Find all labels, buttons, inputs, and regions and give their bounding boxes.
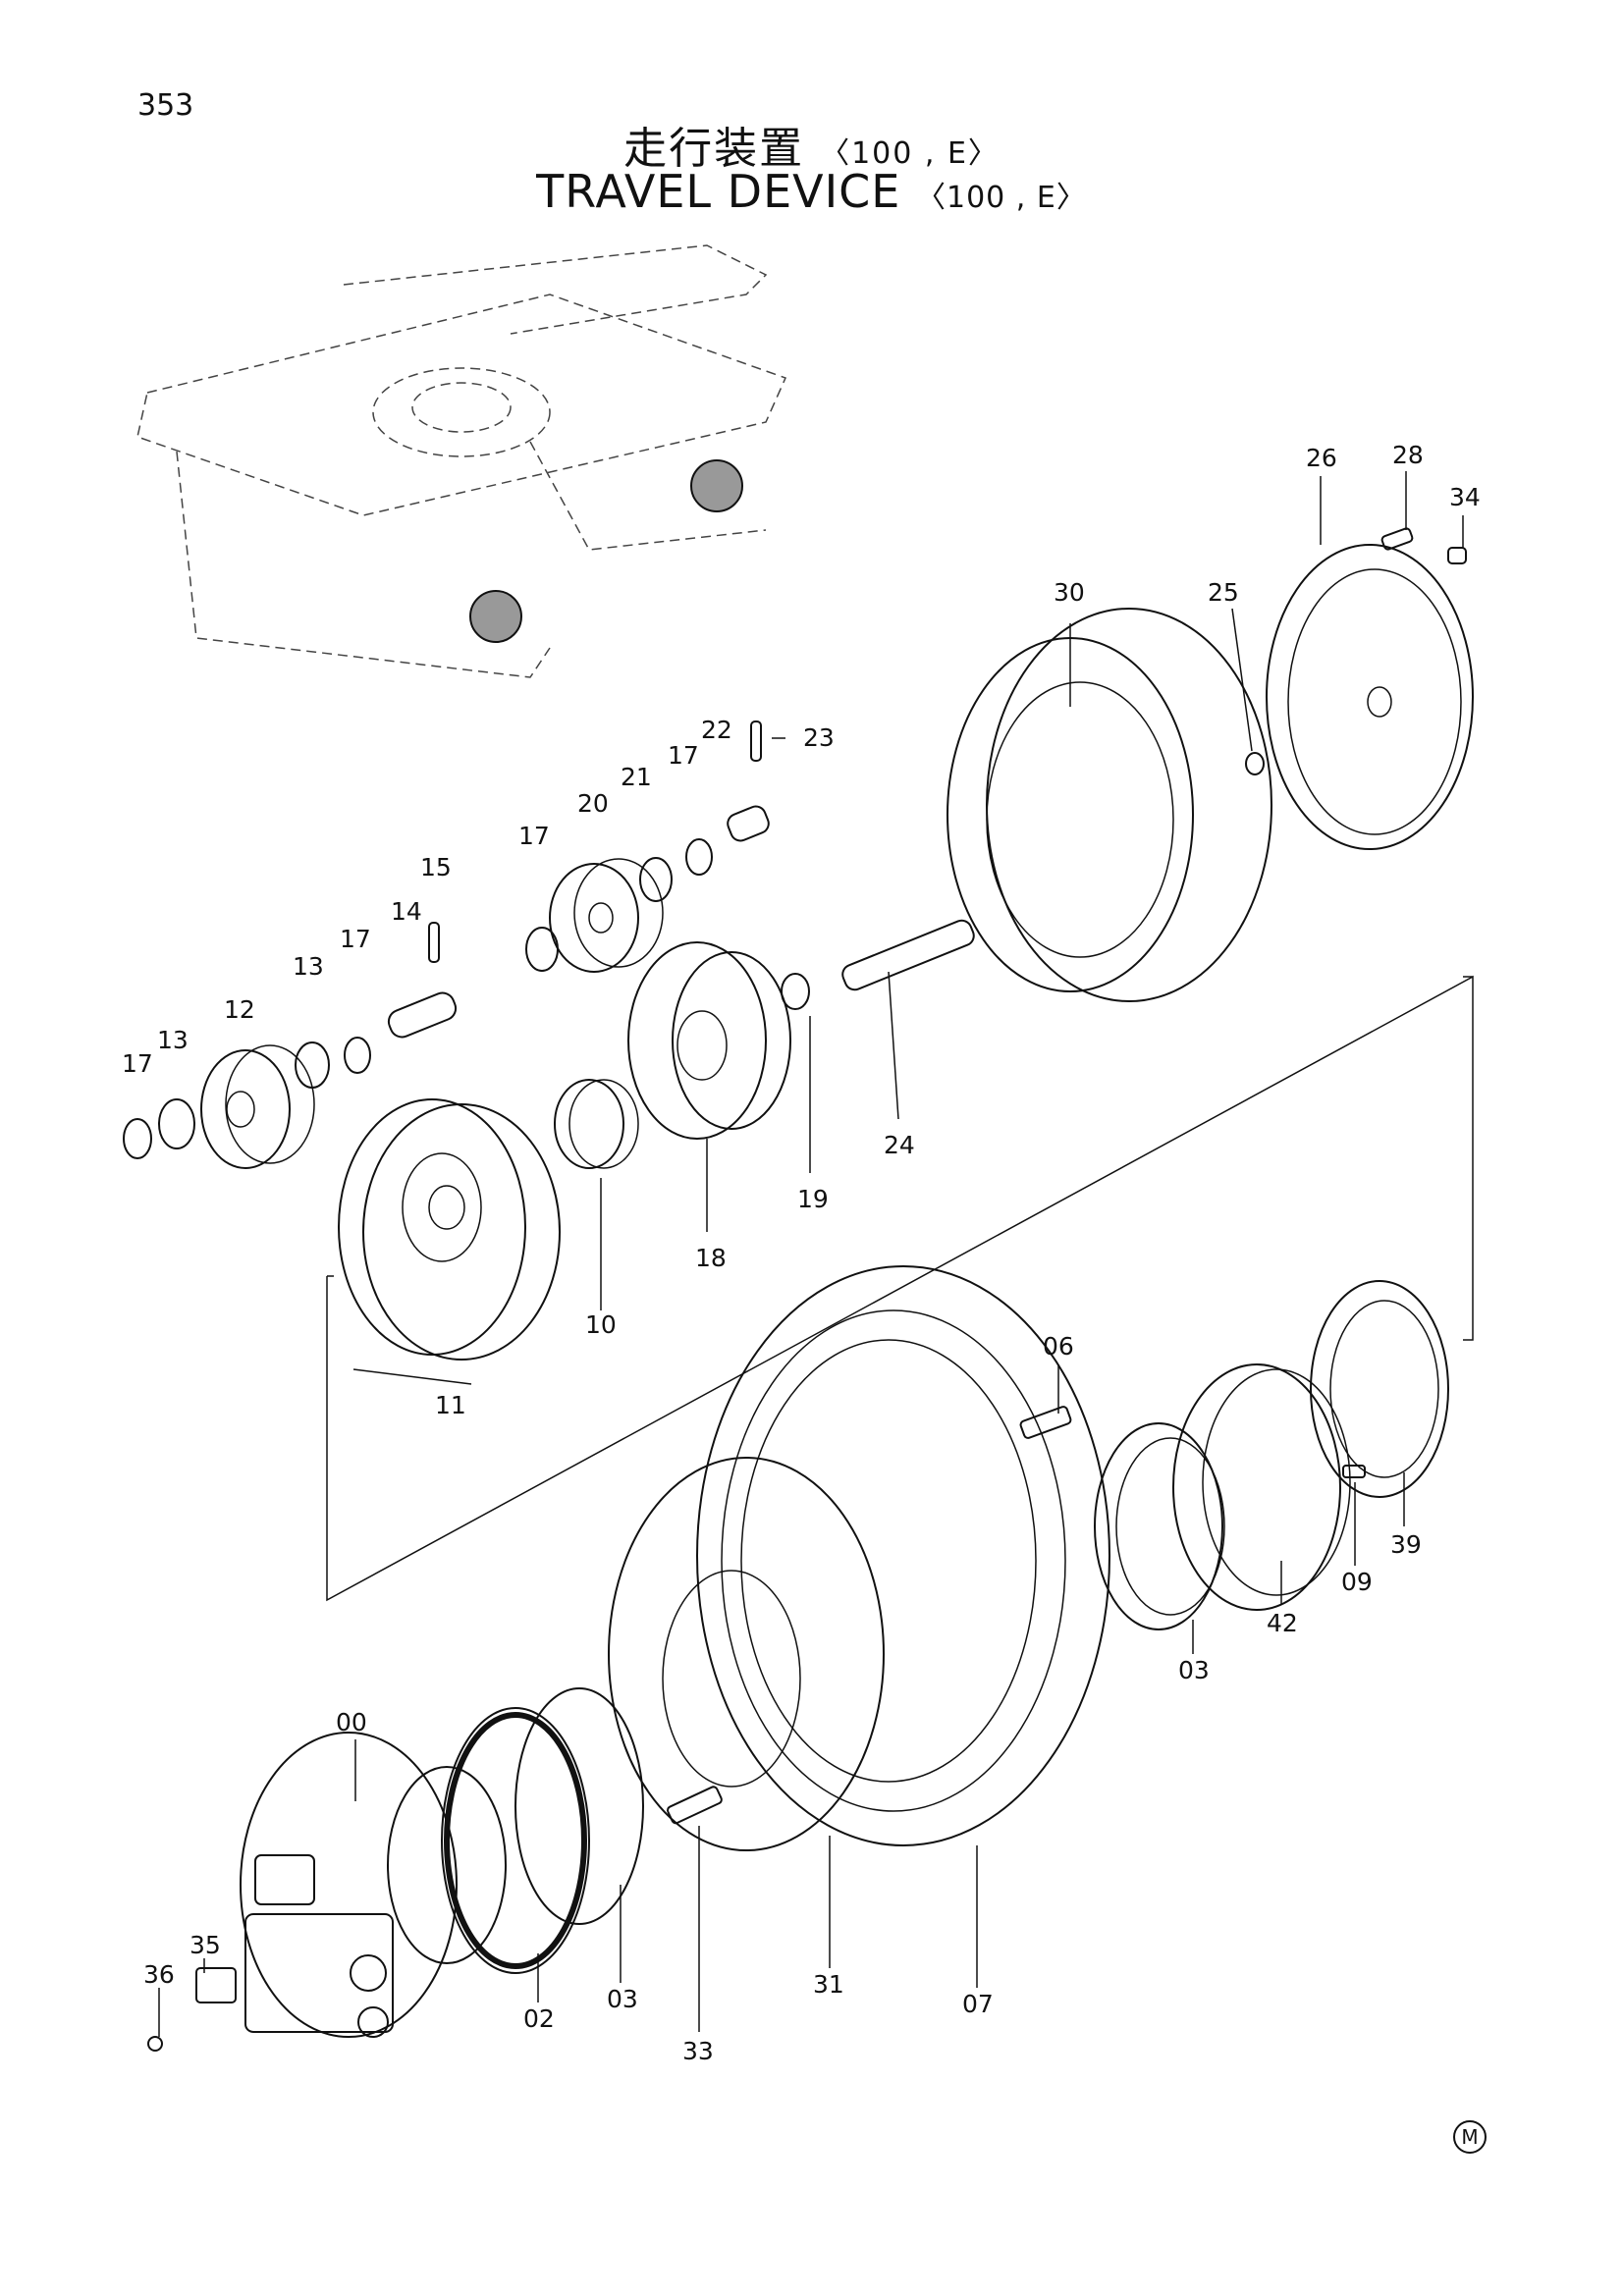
carrier-18 [627,941,791,1140]
leader-lines [158,471,1464,2037]
title-english: TRAVEL DEVICE 〈100 , E〉 [0,165,1623,218]
callout-30: 30 [1054,578,1085,607]
callout-26: 26 [1306,444,1337,472]
undercarriage-frame-illustration [136,244,787,678]
sprocket-07 [696,1265,1110,1846]
callout-03-upper: 03 [1178,1656,1210,1684]
callout-18: 18 [695,1244,727,1272]
callout-17-c: 17 [518,822,550,850]
callout-10: 10 [585,1310,617,1339]
manufacturer-mark-icon: M [1453,2120,1487,2154]
hub-31 [608,1457,885,1851]
callout-17-a: 17 [122,1049,153,1078]
gear-12 [200,1044,315,1169]
callout-31: 31 [813,1970,844,1999]
callout-21: 21 [621,763,652,791]
callout-35: 35 [189,1931,221,1959]
callout-17-b: 17 [340,925,371,953]
seal-03-upper [1094,1422,1225,1630]
cover-39 [1310,1280,1449,1498]
callout-00: 00 [336,1708,367,1736]
subassembly-outline [326,975,1474,1602]
callout-13-a: 13 [293,952,324,981]
callout-11: 11 [435,1391,466,1419]
callout-22: 22 [701,716,732,744]
callout-25: 25 [1208,578,1239,607]
callout-33: 33 [682,2037,714,2065]
title-japanese: 走行装置 〈100 , E〉 [0,113,1623,176]
callout-23: 23 [803,723,835,752]
callout-36: 36 [143,1960,175,1989]
callout-17-d: 17 [668,741,699,770]
callout-24: 24 [884,1131,915,1159]
callout-19: 19 [797,1185,829,1213]
callout-03-lower: 03 [607,1985,638,2013]
title-jp-text: 走行装置 [623,124,805,174]
callout-42: 42 [1267,1609,1298,1637]
callout-02: 02 [523,2004,555,2033]
callout-06: 06 [1043,1332,1074,1361]
callout-12: 12 [224,995,255,1024]
title-jp-suffix: 〈100 , E〉 [820,136,1000,171]
callout-09: 09 [1341,1568,1373,1596]
title-en-text: TRAVEL DEVICE [536,165,901,218]
callout-28: 28 [1392,441,1424,469]
gear-10 [554,1079,639,1169]
callout-20: 20 [577,789,609,818]
ring-gear-42 [1172,1363,1351,1611]
page-number: 353 [137,88,194,123]
cover-26 [1266,527,1474,850]
callout-34: 34 [1449,483,1481,511]
callout-14: 14 [391,897,422,926]
planetary-carrier-11 [338,1098,561,1361]
small-parts [123,721,1265,1159]
gear-20 [549,858,664,973]
travel-motor-00 [147,1732,507,2052]
callout-39: 39 [1390,1530,1422,1559]
title-en-suffix: 〈100 , E〉 [916,181,1087,215]
callout-labels: 00 02 03 03 06 07 09 10 11 12 13 13 14 1… [122,441,1481,2065]
callout-13-b: 13 [157,1026,189,1054]
callout-15: 15 [420,853,452,881]
hub-30 [947,608,1272,1002]
callout-07: 07 [962,1990,994,2018]
bolts [667,1406,1366,1825]
seals-02-03 [441,1687,644,1974]
